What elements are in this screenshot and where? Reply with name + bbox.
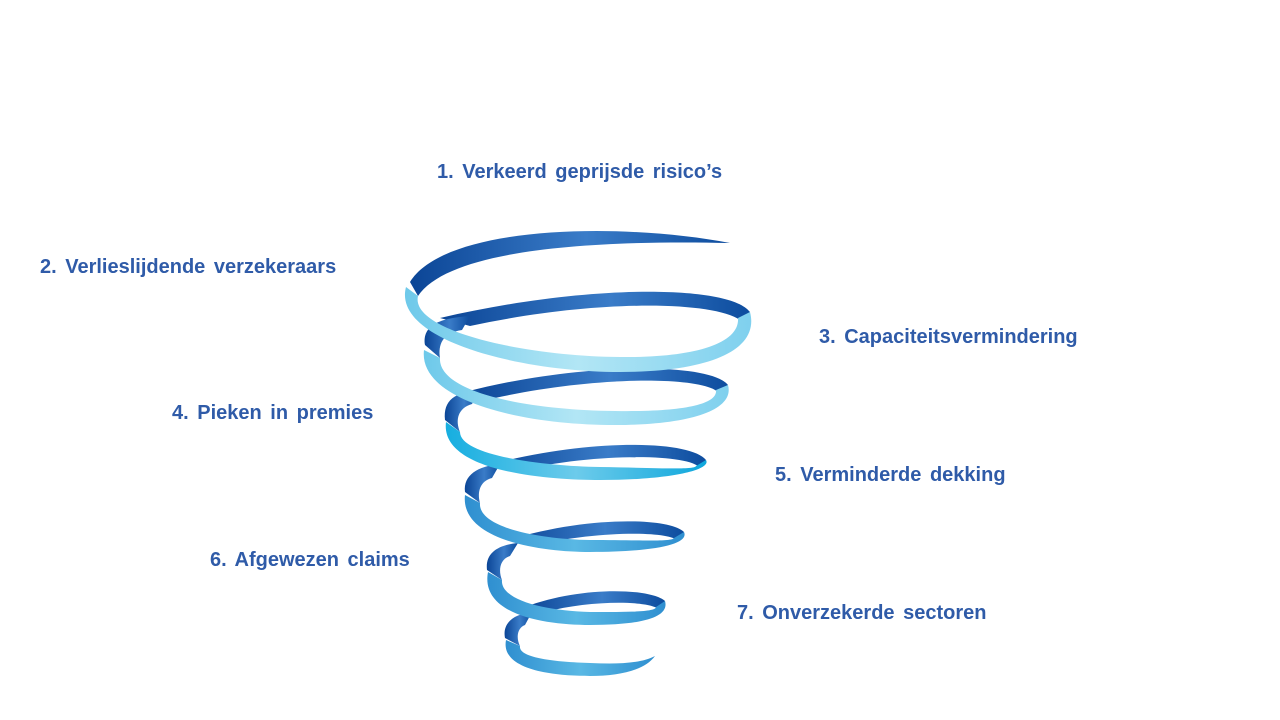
spiral-front-band [404,287,752,372]
step-3-label: 3. Capaciteitsvermindering [819,326,1078,348]
spiral-back-band [486,543,518,580]
spiral-back-band [410,231,730,296]
spiral-back-band [525,591,665,612]
step-6-label: 6. Afgewezen claims [210,549,410,571]
spiral-back-band [464,464,500,503]
spiral-front-band [487,572,666,625]
spiral-front-band [423,350,729,425]
spiral-front-band [445,422,707,480]
step-4-label: 4. Pieken in premies [172,402,374,424]
spiral-back-band [440,291,750,326]
step-2-label: 2. Verlieslijdende verzekeraars [40,256,337,278]
step-1-label: 1. Verkeerd geprijsde risico’s [437,161,723,183]
spiral-front-bands [404,287,752,676]
spiral-back-band [465,368,728,398]
spiral-back-band [504,612,532,646]
spiral-front-band [464,495,685,552]
step-7-label: 7. Onverzekerde sectoren [737,602,987,624]
spiral-front-band [505,640,655,676]
step-5-label: 5. Verminderde dekking [775,464,1006,486]
